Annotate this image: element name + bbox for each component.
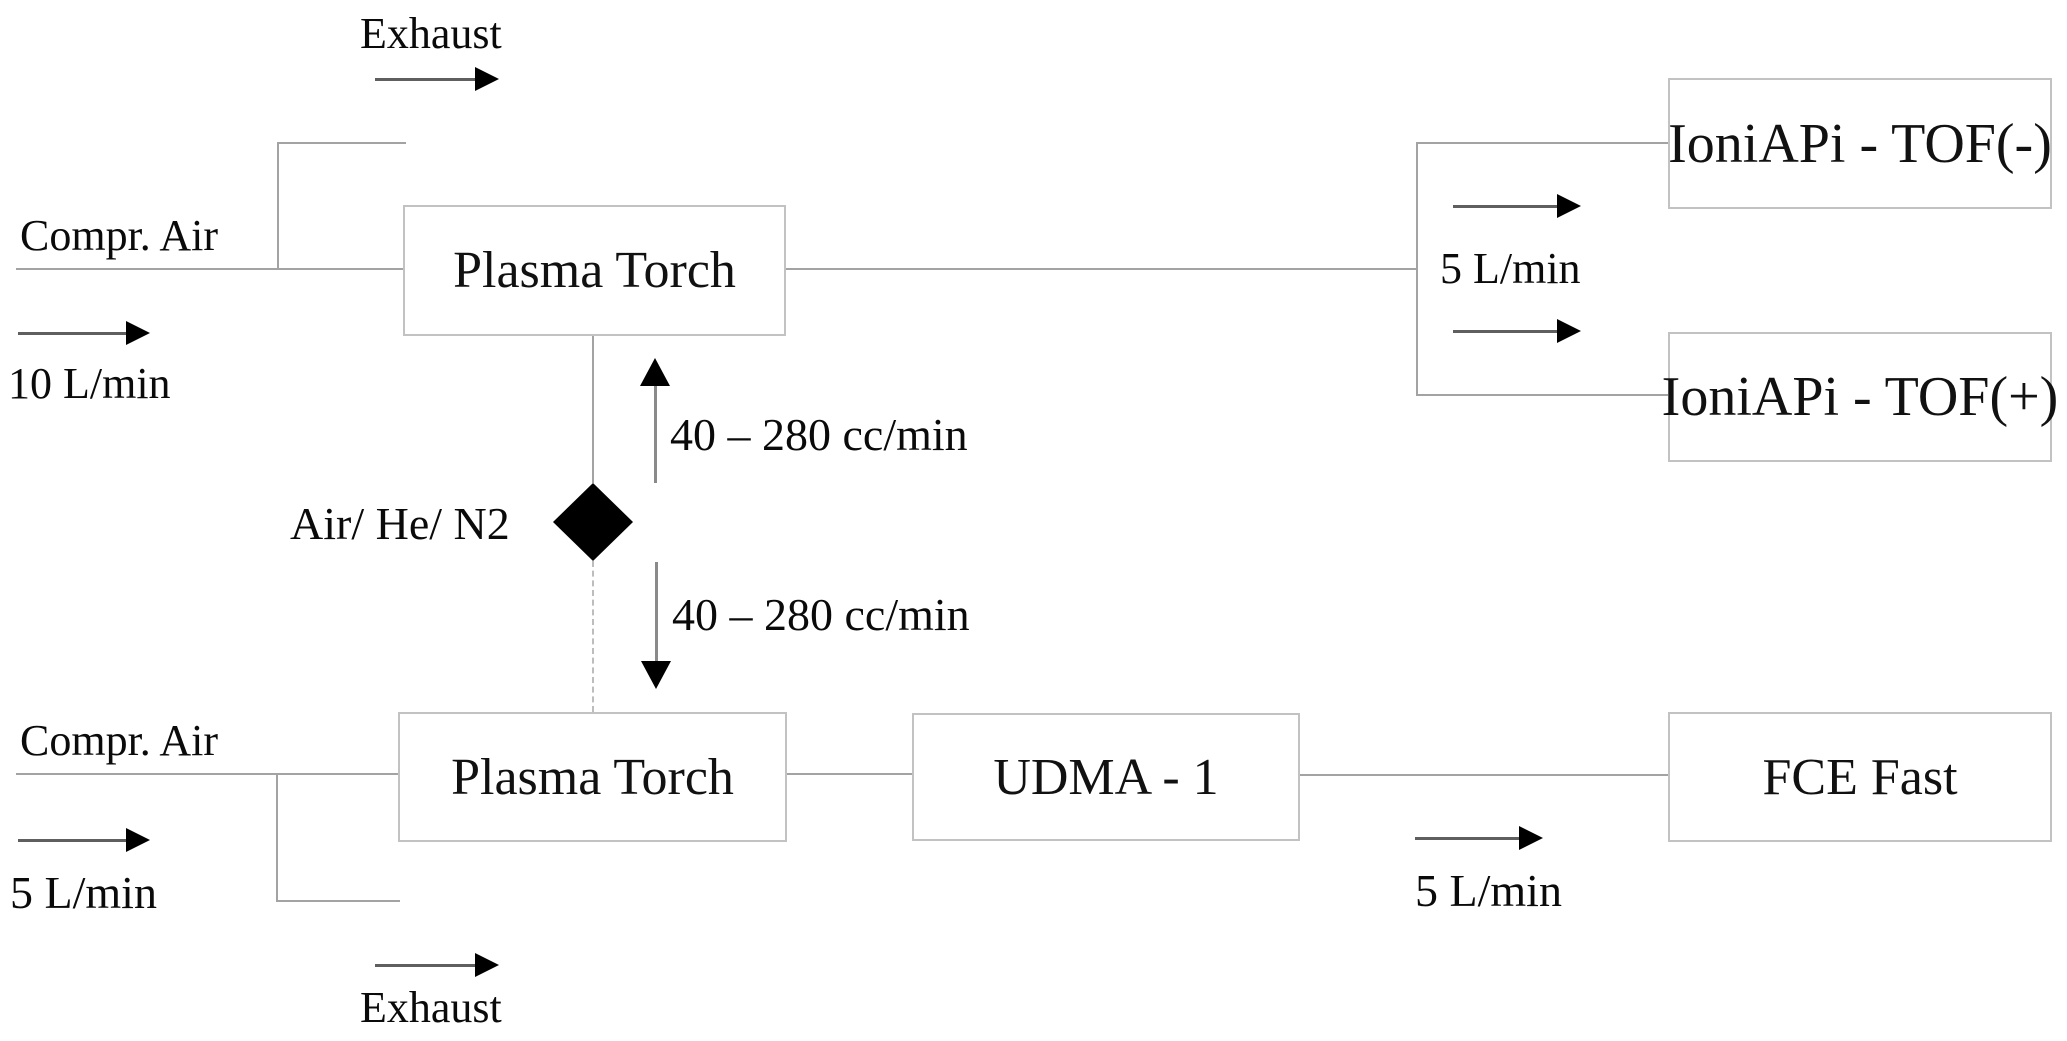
branch-lower-arrow-icon bbox=[1453, 319, 1581, 343]
valve-to-torch-dashed-pipe bbox=[592, 561, 594, 712]
torch-to-branch-pipe bbox=[782, 268, 1416, 270]
valve-gas-label: Air/ He/ N2 bbox=[290, 498, 510, 549]
plasma-torch-bottom-label: Plasma Torch bbox=[451, 748, 734, 806]
torch-to-udma-pipe bbox=[783, 773, 912, 775]
plasma-torch-top-box: Plasma Torch bbox=[403, 205, 786, 336]
branch-flow-rate-label: 5 L/min bbox=[1440, 244, 1581, 293]
branch-to-tof-pos-pipe bbox=[1416, 394, 1668, 396]
ioniapi-tof-negative-label: IoniAPi - TOF(-) bbox=[1668, 112, 2052, 175]
torch-to-valve-pipe bbox=[592, 332, 594, 483]
exhaust-top-arrow-icon bbox=[375, 67, 499, 91]
ioniapi-tof-negative-box: IoniAPi - TOF(-) bbox=[1668, 78, 2052, 209]
compressed-air-bottom-arrow-icon bbox=[18, 828, 150, 852]
udma-fce-flow-rate-label: 5 L/min bbox=[1415, 865, 1562, 916]
exhaust-top-label: Exhaust bbox=[360, 9, 502, 58]
compressed-air-bottom-label: Compr. Air bbox=[20, 716, 219, 765]
flow-rate-top-label: 10 L/min bbox=[8, 359, 171, 408]
exhaust-bottom-duct-pipe bbox=[276, 900, 400, 902]
exhaust-bottom-elbow-pipe bbox=[276, 774, 278, 901]
valve-up-flow-rate-label: 40 – 280 cc/min bbox=[670, 409, 968, 460]
exhaust-top-elbow-pipe bbox=[277, 143, 279, 269]
exhaust-bottom-arrow-icon bbox=[375, 953, 499, 977]
flow-rate-bottom-label: 5 L/min bbox=[10, 867, 157, 918]
ioniapi-tof-positive-label: IoniAPi - TOF(+) bbox=[1661, 366, 2059, 428]
valve-up-arrow-icon bbox=[640, 358, 670, 483]
udma-to-fce-arrow-icon bbox=[1415, 826, 1543, 850]
ioniapi-tof-positive-box: IoniAPi - TOF(+) bbox=[1662, 332, 2058, 462]
gas-valve-diamond-icon bbox=[553, 483, 633, 561]
udma-1-label: UDMA - 1 bbox=[993, 748, 1219, 806]
compressed-air-top-pipe bbox=[16, 268, 403, 270]
valve-down-arrow-icon bbox=[641, 562, 671, 689]
branch-upper-arrow-icon bbox=[1453, 194, 1581, 218]
compressed-air-top-label: Compr. Air bbox=[20, 211, 219, 260]
fce-fast-label: FCE Fast bbox=[1762, 748, 1958, 806]
exhaust-bottom-label: Exhaust bbox=[360, 983, 502, 1032]
fce-fast-box: FCE Fast bbox=[1668, 712, 2052, 842]
branch-vertical-pipe bbox=[1416, 143, 1418, 396]
udma-1-box: UDMA - 1 bbox=[912, 713, 1300, 841]
branch-to-tof-neg-pipe bbox=[1416, 142, 1668, 144]
plasma-torch-bottom-box: Plasma Torch bbox=[398, 712, 787, 842]
compressed-air-bottom-pipe bbox=[16, 773, 398, 775]
compressed-air-top-arrow-icon bbox=[18, 321, 150, 345]
plasma-torch-top-label: Plasma Torch bbox=[453, 242, 736, 299]
udma-to-fce-pipe bbox=[1296, 774, 1668, 776]
exhaust-top-duct-pipe bbox=[277, 142, 406, 144]
valve-down-flow-rate-label: 40 – 280 cc/min bbox=[672, 589, 970, 640]
